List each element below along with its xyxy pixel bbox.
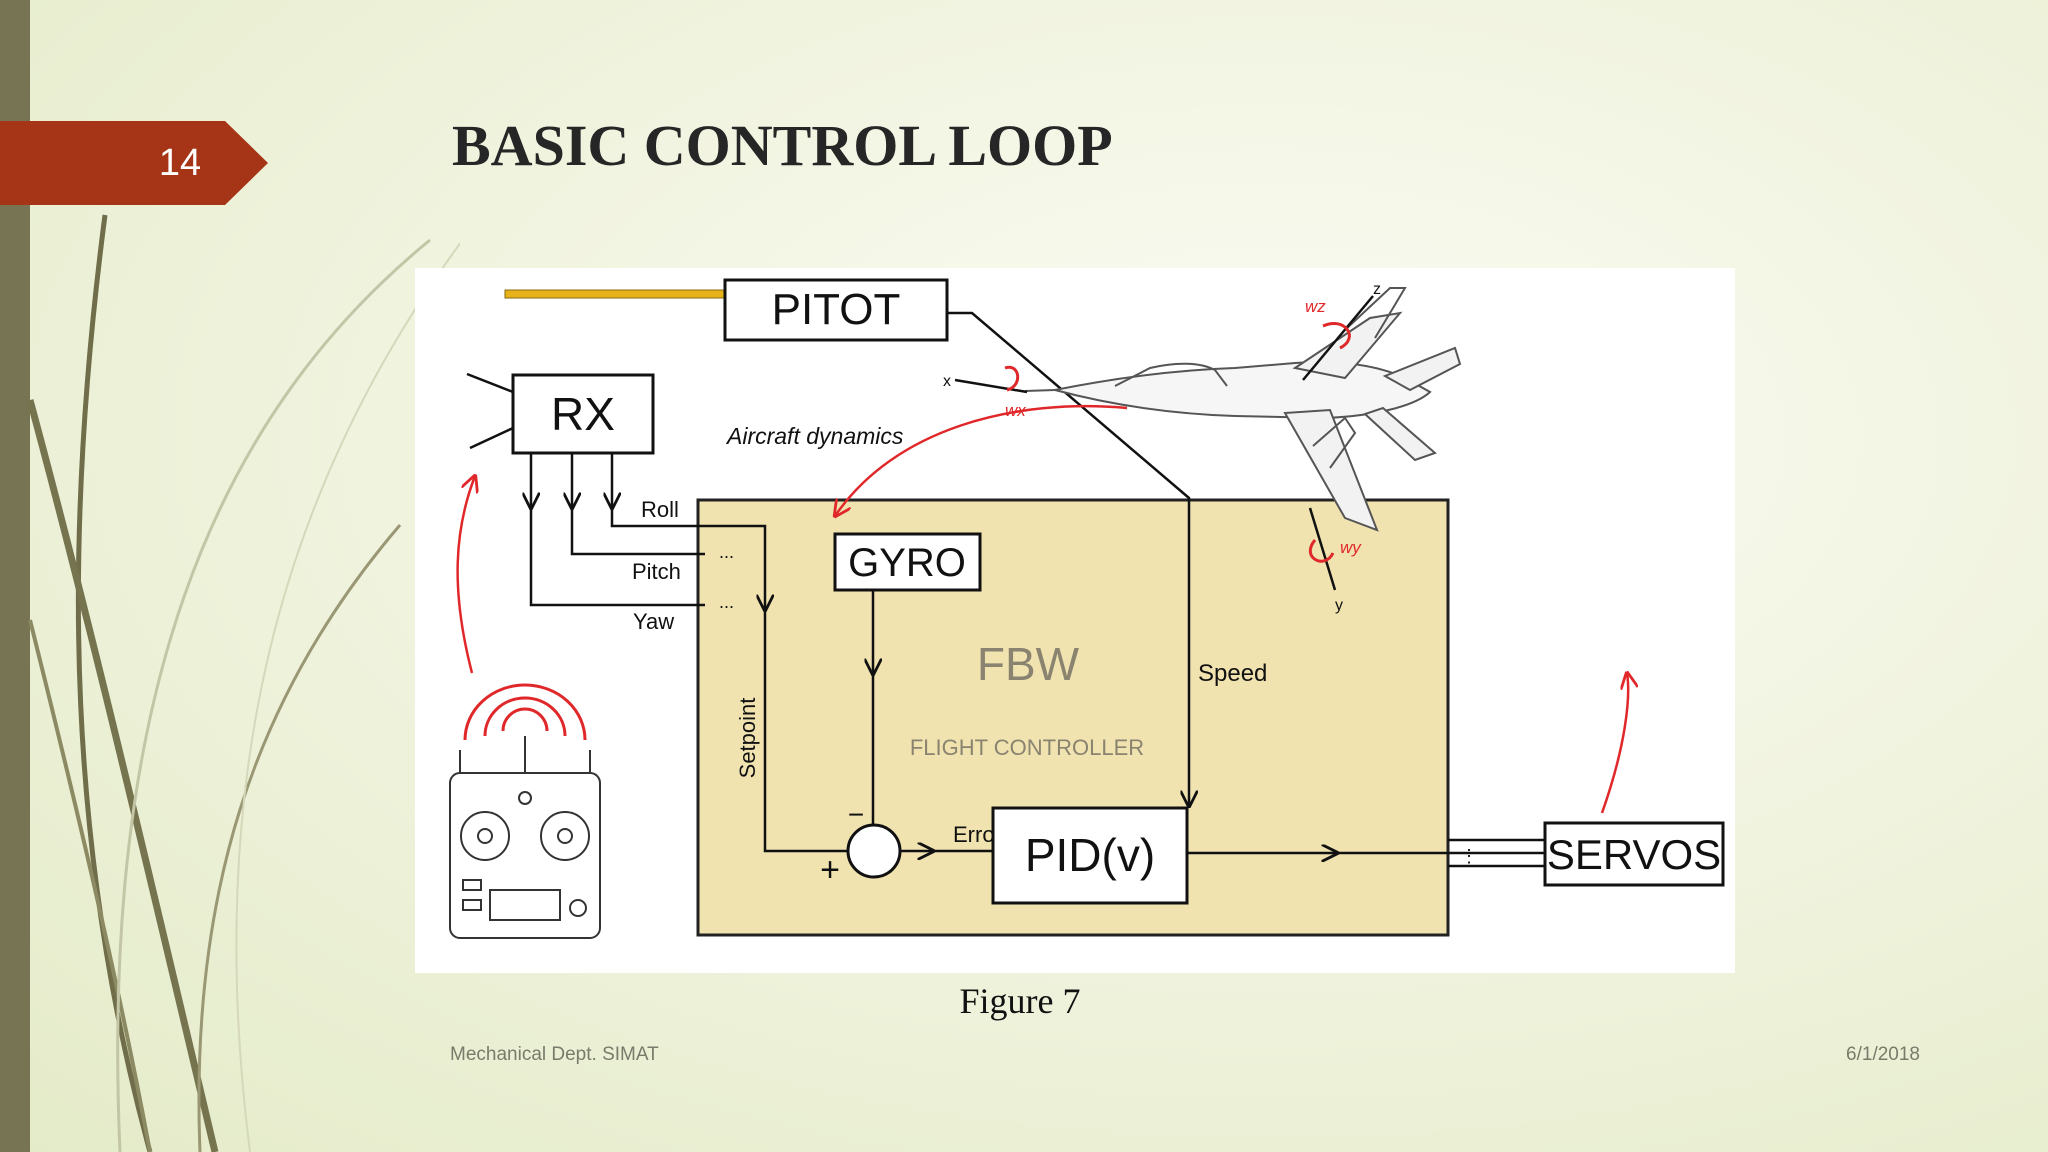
slide-number-badge xyxy=(0,121,268,205)
slide-title: BASIC CONTROL LOOP xyxy=(452,113,1113,178)
servos-label: SERVOS xyxy=(1547,831,1721,878)
servo-dots: ⋮ xyxy=(1460,846,1478,866)
gyro-label: GYRO xyxy=(848,541,966,585)
y-axis-line xyxy=(1308,507,1337,591)
rx-box xyxy=(511,373,655,455)
wx-rotation-arrow xyxy=(1004,365,1020,392)
footer-department: Mechanical Dept. SIMAT xyxy=(450,1044,659,1065)
wy-rotation-arrow xyxy=(1308,539,1335,563)
slide-number: 14 xyxy=(158,142,202,184)
wz-rotation-arrow xyxy=(1322,322,1351,350)
setpoint-line xyxy=(763,610,849,853)
x-axis-line xyxy=(954,378,1028,394)
pitch-line xyxy=(570,508,705,556)
pitch-dots: ... xyxy=(719,542,734,562)
roll-line xyxy=(610,508,765,610)
wx-label: wx xyxy=(1005,401,1026,420)
wz-label: wz xyxy=(1305,297,1326,316)
pid-label: PID(v) xyxy=(1025,829,1155,881)
yaw-line xyxy=(529,508,705,607)
pitch-label: Pitch xyxy=(632,559,681,584)
z-axis-line xyxy=(1302,295,1374,381)
yaw-dots: ... xyxy=(719,592,734,612)
setpoint-label: Setpoint xyxy=(735,698,760,779)
z-axis-label: z xyxy=(1373,281,1381,298)
aircraft-axes: x wx z wz y wy xyxy=(943,281,1381,614)
fbw-label: FBW xyxy=(977,638,1080,690)
control-loop-diagram: PITOT Speed RX Aircraft dynamics Roll Pi… xyxy=(415,268,1735,973)
pitot-tube xyxy=(504,289,726,299)
minus-sign: − xyxy=(848,799,864,830)
fighter-jet-icon xyxy=(1024,287,1462,532)
yaw-label: Yaw xyxy=(633,609,674,634)
y-axis-label: y xyxy=(1335,597,1343,614)
pid-box xyxy=(991,806,1189,905)
x-axis-label: x xyxy=(943,373,951,390)
rx-antenna-upper xyxy=(466,372,514,394)
gyro-box xyxy=(833,532,982,592)
decorative-curves xyxy=(26,214,460,1152)
pitot-label: PITOT xyxy=(772,285,901,334)
radio-transmitter-icon xyxy=(449,683,601,939)
summing-junction xyxy=(846,823,902,879)
rx-label: RX xyxy=(551,388,615,440)
figure-caption: Figure 7 xyxy=(959,981,1081,1021)
servos-to-aircraft-arrow xyxy=(1600,673,1628,814)
rx-antenna-lower xyxy=(469,426,514,450)
wy-label: wy xyxy=(1340,538,1362,557)
transmitter-arrow xyxy=(456,476,475,674)
plus-sign: + xyxy=(820,851,840,889)
roll-label: Roll xyxy=(641,497,679,522)
footer-date: 6/1/2018 xyxy=(1846,1044,1920,1065)
speed-label: Speed xyxy=(1198,660,1267,687)
aircraft-dynamics-label: Aircraft dynamics xyxy=(725,423,904,449)
aircraft-dynamics-arrow xyxy=(835,404,1128,516)
pitot-box xyxy=(723,278,949,342)
servos-box xyxy=(1543,821,1725,887)
flight-controller-label: FLIGHT CONTROLLER xyxy=(910,735,1144,760)
